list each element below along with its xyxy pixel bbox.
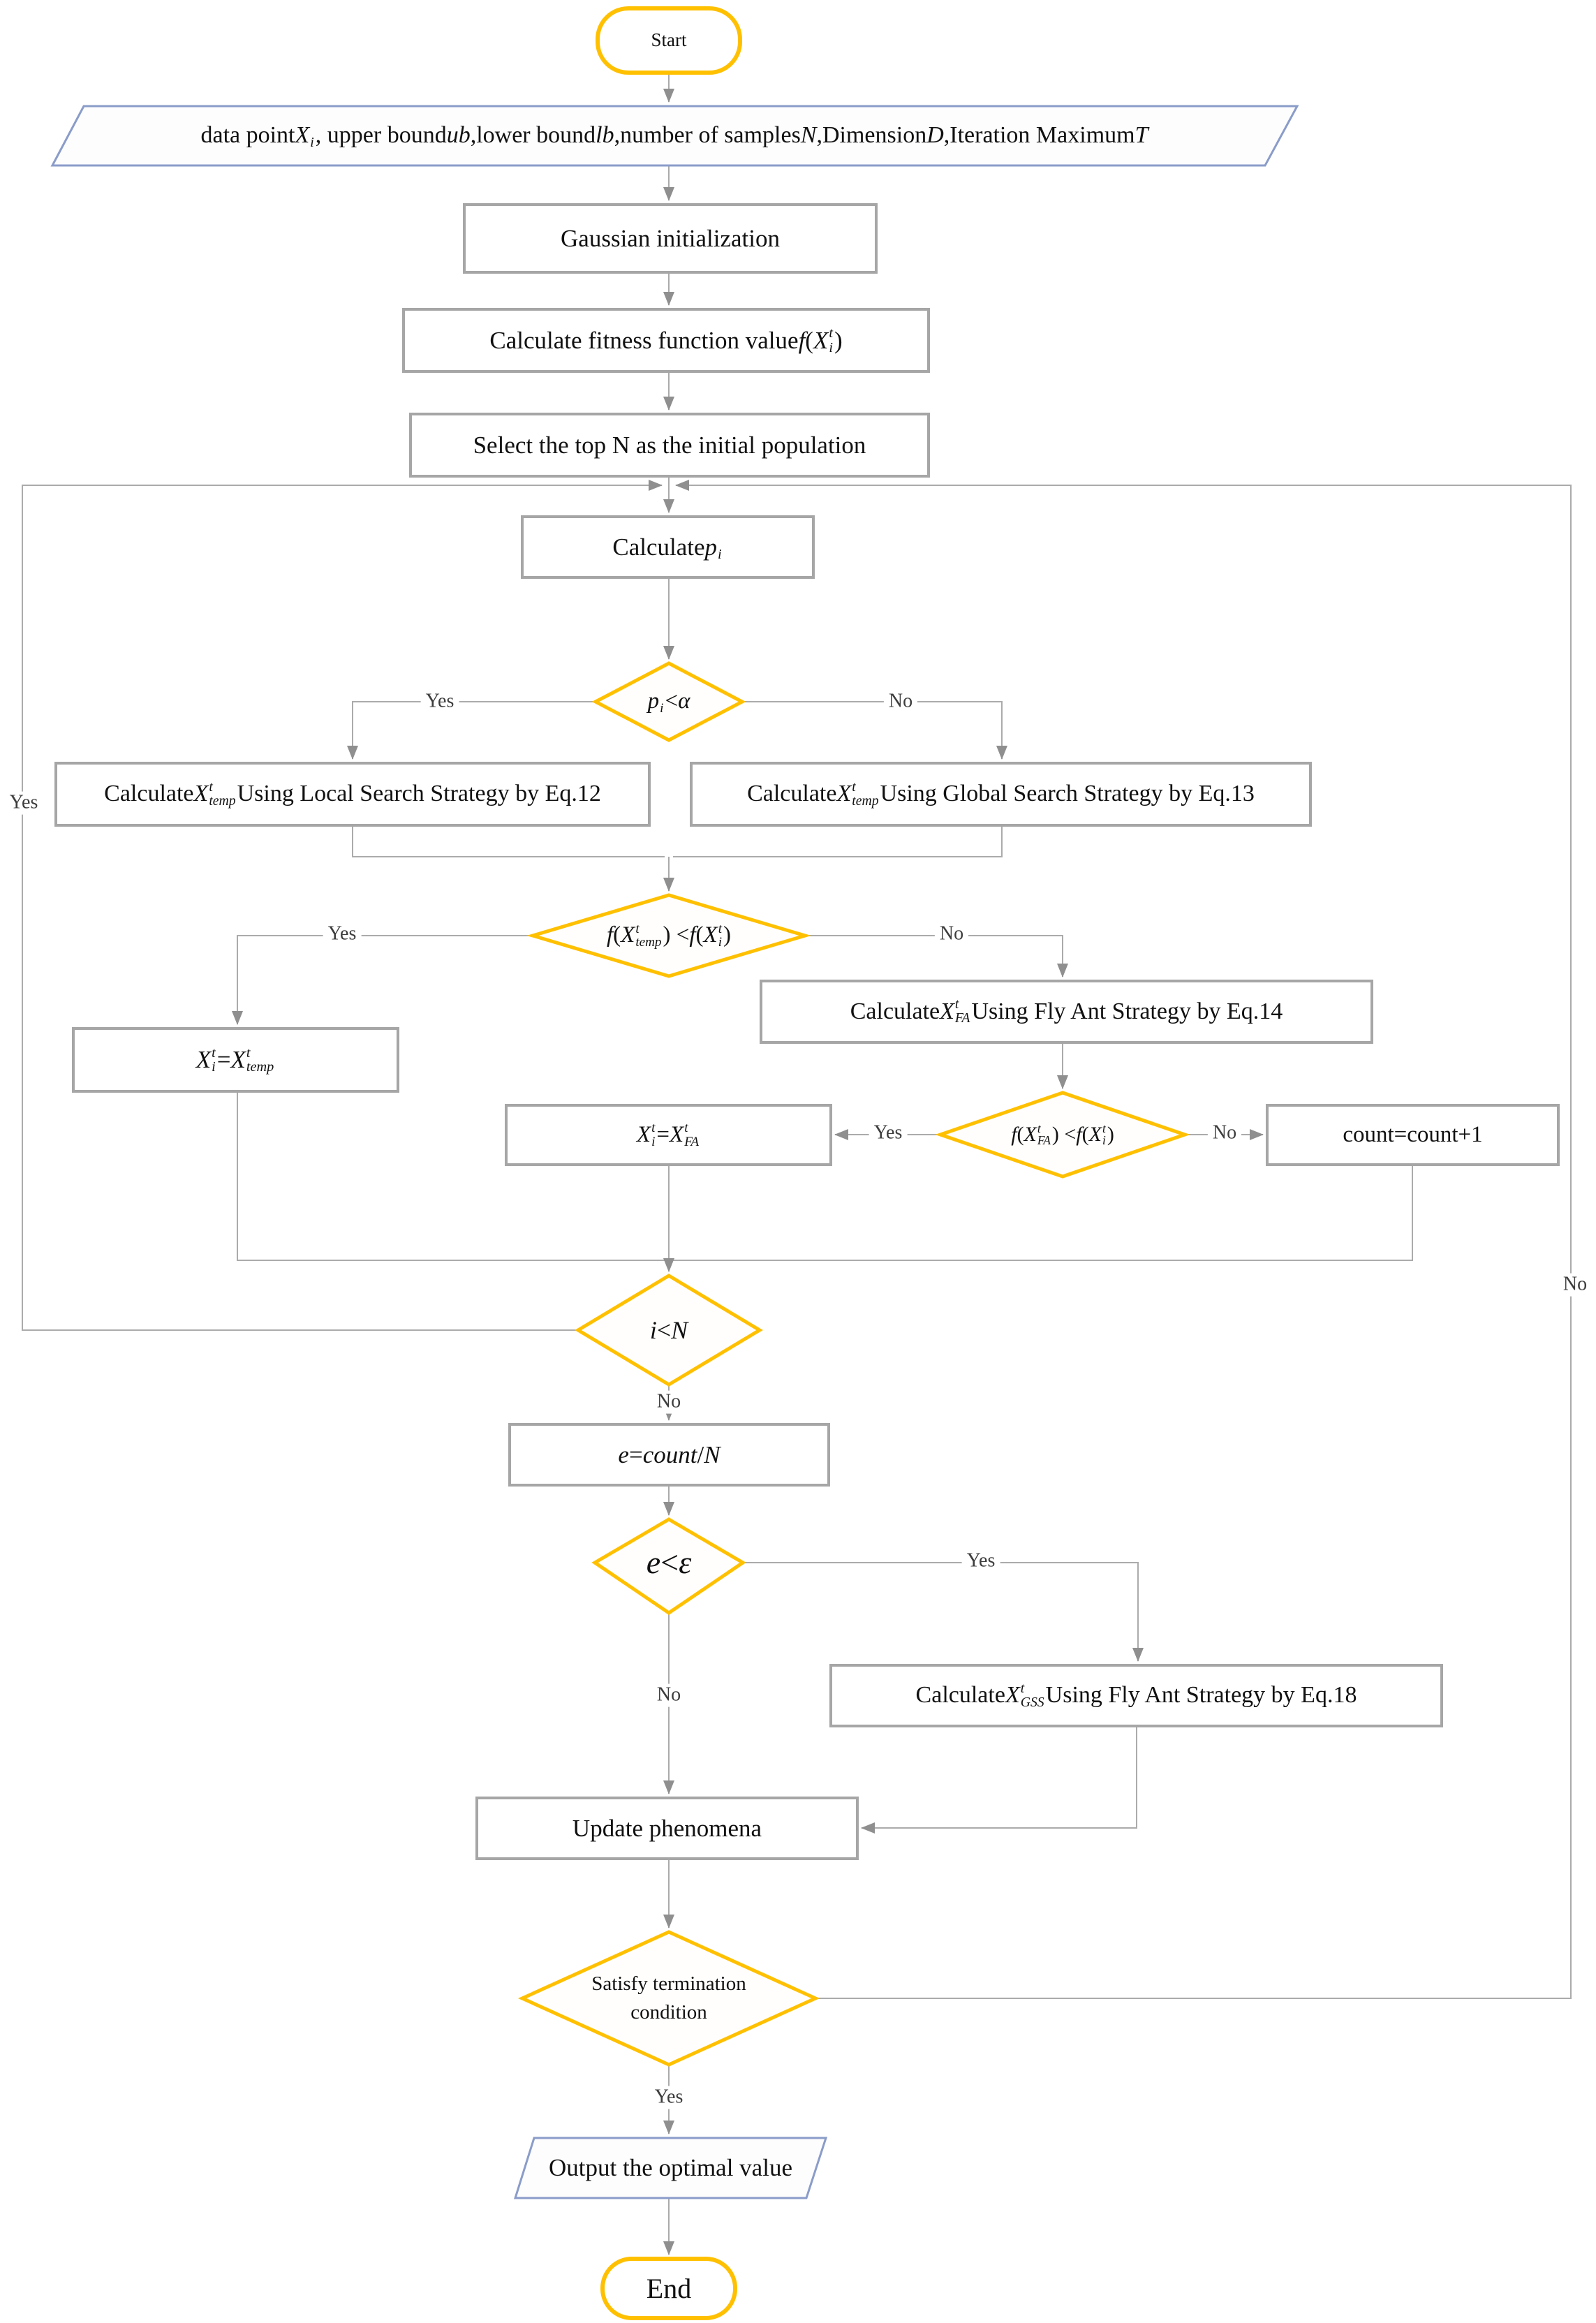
label-pi-no: No <box>883 690 918 714</box>
edge-assign-temp-down <box>237 1091 665 1261</box>
process-e-label: e = count / N <box>618 1440 721 1468</box>
edge-local-to-merge <box>352 825 665 857</box>
process-count-label: count=count+1 <box>1343 1121 1483 1147</box>
start-label: Start <box>651 29 687 51</box>
decision-i-n-label: i < N <box>649 1315 688 1344</box>
decision-termination-label: Satisfy termination condition <box>591 1972 746 2023</box>
output-parallelogram-shape <box>513 2137 828 2199</box>
label-temp-no: No <box>934 922 969 946</box>
edge-eps-yes-to-gss <box>743 1562 1144 1662</box>
label-term-no: No <box>1558 1273 1593 1297</box>
edge-term-no-loop <box>675 480 1572 1999</box>
label-eps-no: No <box>651 1683 686 1707</box>
process-fly-ant-shape <box>760 980 1373 1044</box>
process-gaussian-shape <box>463 203 878 274</box>
process-global-search-shape <box>690 762 1312 827</box>
process-update-label: Update phenomena <box>572 1814 762 1842</box>
process-gaussian-label: Gaussian initialization <box>561 224 780 252</box>
process-assign-temp-shape <box>72 1027 399 1093</box>
edge-temp-yes-to-assign-temp <box>232 935 533 1025</box>
process-topn-label: Select the top N as the initial populati… <box>473 431 866 459</box>
process-gss-shape <box>829 1664 1443 1727</box>
end-terminator-shape <box>600 2257 737 2320</box>
edge-global-to-merge <box>673 825 1003 857</box>
decision-pi-alpha-shape <box>591 661 746 742</box>
label-fa-yes: Yes <box>869 1121 908 1145</box>
label-temp-yes: Yes <box>323 922 362 946</box>
edge-pi-yes-to-local <box>347 701 596 760</box>
input-parallelogram-shape <box>50 105 1299 167</box>
process-assign-fa-shape <box>505 1104 832 1166</box>
process-e-shape <box>508 1423 830 1487</box>
process-topn-shape <box>409 413 930 478</box>
label-in-no: No <box>651 1390 686 1414</box>
label-fa-no: No <box>1207 1121 1242 1145</box>
process-fitness-shape <box>402 308 930 373</box>
edge-pi-no-to-global <box>742 701 1007 760</box>
decision-termination-shape <box>517 1930 820 2067</box>
label-term-yes: Yes <box>649 2086 688 2109</box>
decision-temp-fitness-shape <box>526 893 811 978</box>
label-pi-yes: Yes <box>420 690 459 714</box>
start-terminator-shape <box>596 6 742 75</box>
label-eps-yes: Yes <box>961 1549 1000 1573</box>
process-update-shape <box>475 1797 859 1860</box>
decision-i-n-shape <box>575 1274 763 1387</box>
decision-fa-fitness-shape <box>935 1091 1190 1179</box>
edge-count-down <box>673 1165 1413 1261</box>
output-label: Output the optimal value <box>549 2154 792 2182</box>
decision-e-eps-shape <box>591 1517 746 1616</box>
edge-gss-to-update <box>861 1726 1137 1834</box>
process-count-shape <box>1266 1104 1560 1166</box>
edge-temp-no-to-flyant <box>805 935 1068 978</box>
process-calcpi-shape <box>521 515 815 579</box>
end-label: End <box>646 2272 692 2304</box>
process-local-search-shape <box>54 762 651 827</box>
decision-e-eps-label: e<ε <box>646 1544 692 1581</box>
edge-in-yes-loop <box>22 480 663 1331</box>
label-in-yes: Yes <box>4 791 43 815</box>
